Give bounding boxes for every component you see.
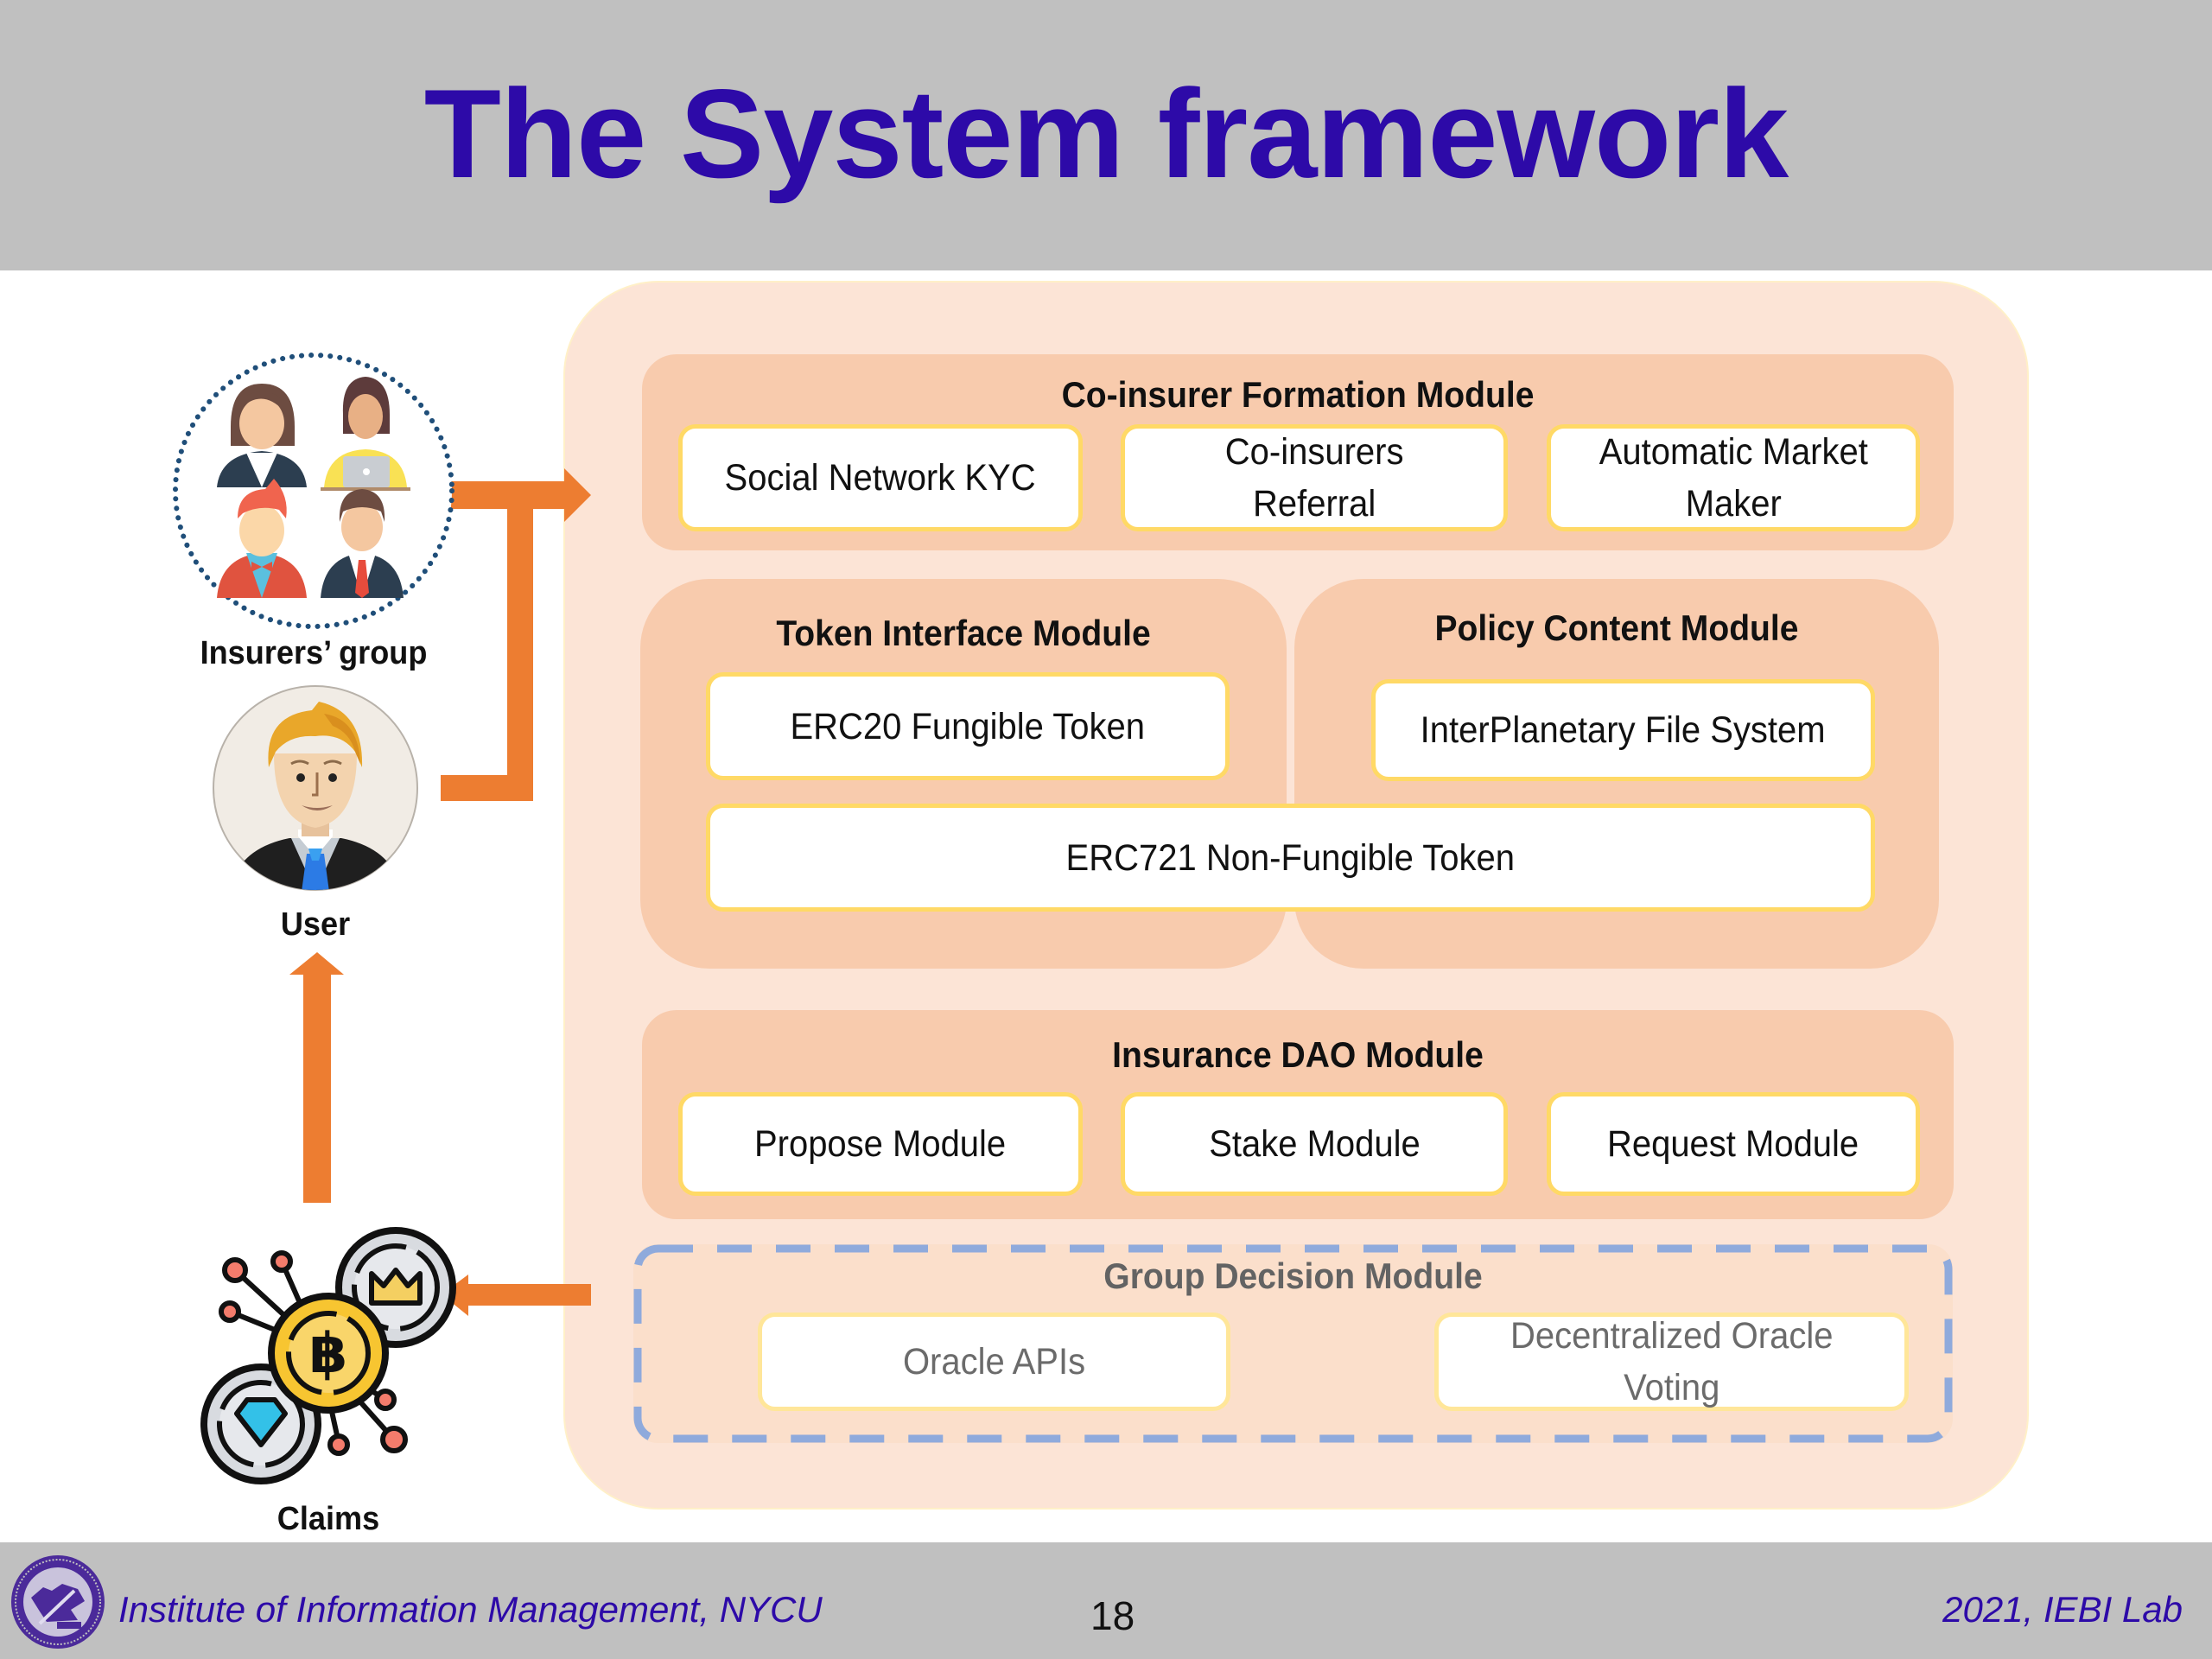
co-insurers-referral-box: Co-insurers Referral	[1121, 424, 1508, 531]
box-label: Social Network KYC	[724, 457, 1037, 499]
businessman-avatar-icon	[213, 685, 418, 891]
social-network-kyc-box: Social Network KYC	[678, 424, 1083, 531]
box-label: InterPlanetary File System	[1421, 709, 1826, 751]
people-group-icon	[173, 353, 454, 629]
arrow-claims-to-user	[289, 952, 344, 1203]
erc20-fungible-token-box: ERC20 Fungible Token	[706, 672, 1230, 780]
insurers-group-label: Insurers’ group	[200, 635, 428, 671]
box-label: Propose Module	[754, 1123, 1007, 1165]
erc721-non-fungible-token-box: ERC721 Non-Fungible Token	[706, 804, 1875, 912]
box-label: ERC20 Fungible Token	[790, 705, 1146, 747]
stake-module-box: Stake Module	[1121, 1092, 1508, 1196]
footer-institute: Institute of Information Management, NYC…	[118, 1589, 823, 1630]
slide-title: The System framework	[423, 63, 1789, 204]
box-label: Oracle APIs	[902, 1341, 1086, 1382]
svg-text:฿: ฿	[309, 1322, 348, 1386]
interplanetary-file-system-box: InterPlanetary File System	[1371, 679, 1875, 781]
module-title: Co-insurer Formation Module	[1061, 374, 1535, 415]
request-module-box: Request Module	[1547, 1092, 1920, 1196]
footer-lab: 2021, IEBI Lab	[1942, 1589, 2183, 1630]
module-title: Policy Content Module	[1434, 607, 1799, 648]
page-number: 18	[1090, 1593, 1135, 1638]
module-title: Group Decision Module	[1103, 1255, 1483, 1296]
arrow-to-framework	[441, 468, 591, 801]
claims-label: Claims	[276, 1501, 380, 1537]
box-label: Stake Module	[1208, 1123, 1421, 1165]
oracle-apis-box: Oracle APIs	[758, 1313, 1230, 1411]
box-label: Co-insurers Referral	[1224, 431, 1404, 524]
propose-module-box: Propose Module	[678, 1092, 1083, 1196]
slide-header	[0, 0, 2212, 270]
decentralized-oracle-voting-box: Decentralized Oracle Voting	[1434, 1313, 1909, 1411]
automatic-market-maker-box: Automatic Market Maker	[1547, 424, 1920, 531]
user-label: User	[280, 906, 351, 943]
module-title: Token Interface Module	[776, 613, 1151, 653]
box-label: Automatic Market Maker	[1599, 431, 1868, 524]
arrow-framework-to-claims	[442, 1274, 591, 1316]
module-title: Insurance DAO Module	[1112, 1034, 1484, 1075]
dashed-border	[633, 1244, 1953, 1443]
box-label: Request Module	[1607, 1123, 1859, 1165]
slide-footer	[0, 1542, 2212, 1659]
box-label: Decentralized Oracle Voting	[1510, 1315, 1834, 1408]
crypto-coins-icon: ฿	[200, 1227, 456, 1484]
university-seal-logo	[11, 1555, 105, 1649]
box-label: ERC721 Non-Fungible Token	[1065, 836, 1516, 879]
